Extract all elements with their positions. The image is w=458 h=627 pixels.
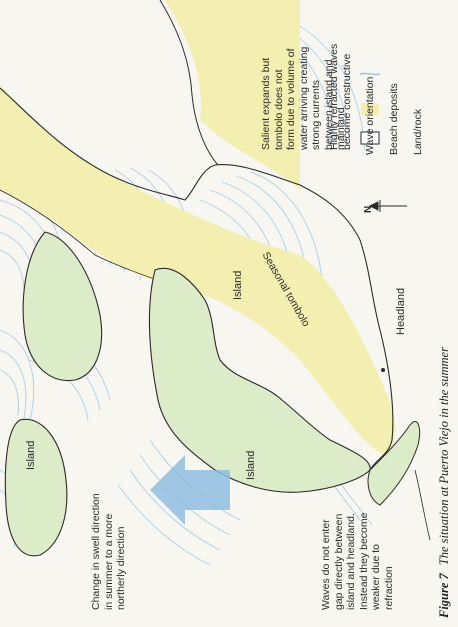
swell-annotation: Change in swell direction in summer to a… [90,493,127,610]
middle-island-shape [148,267,371,493]
south-island-shape [4,418,68,557]
annotation-lines [414,469,431,541]
headland-shape [367,421,421,506]
figure-caption: Figure 7 The situation at Puerto Viejo in… [437,347,452,618]
gap-annotation: Waves do not enter gap directly between … [320,512,395,610]
legend-land-box [360,131,380,145]
north-label: N [363,205,374,213]
legend-wave-label: Wave orientation [364,76,376,155]
refracted-annotation: Highly refracted waves become constructi… [328,43,353,150]
headland-point [381,368,385,372]
legend-beach-swatch [361,103,379,115]
swell-direction-arrow [150,455,230,525]
legend-beach-label: Beach deposits [388,83,400,155]
island-label-middle: Island [245,450,257,480]
legend-symbols [359,72,381,145]
salient-coast [159,0,219,166]
figure-caption-text: The situation at Puerto Viejo in the sum… [437,347,451,566]
beach-deposits [0,85,396,455]
mainland-coast [0,87,394,471]
salient-deposit [165,0,300,190]
headland-label: Headland [395,287,407,335]
island-label-south: Island [25,440,37,470]
north-island-shape [22,231,103,382]
north-arrow-icon [368,200,407,212]
island-label-north: Island [232,270,244,300]
legend-land-label: Land/rock [412,108,424,155]
figure-number: Figure 7 [437,573,451,618]
legend-wave-line-icon [359,72,381,76]
